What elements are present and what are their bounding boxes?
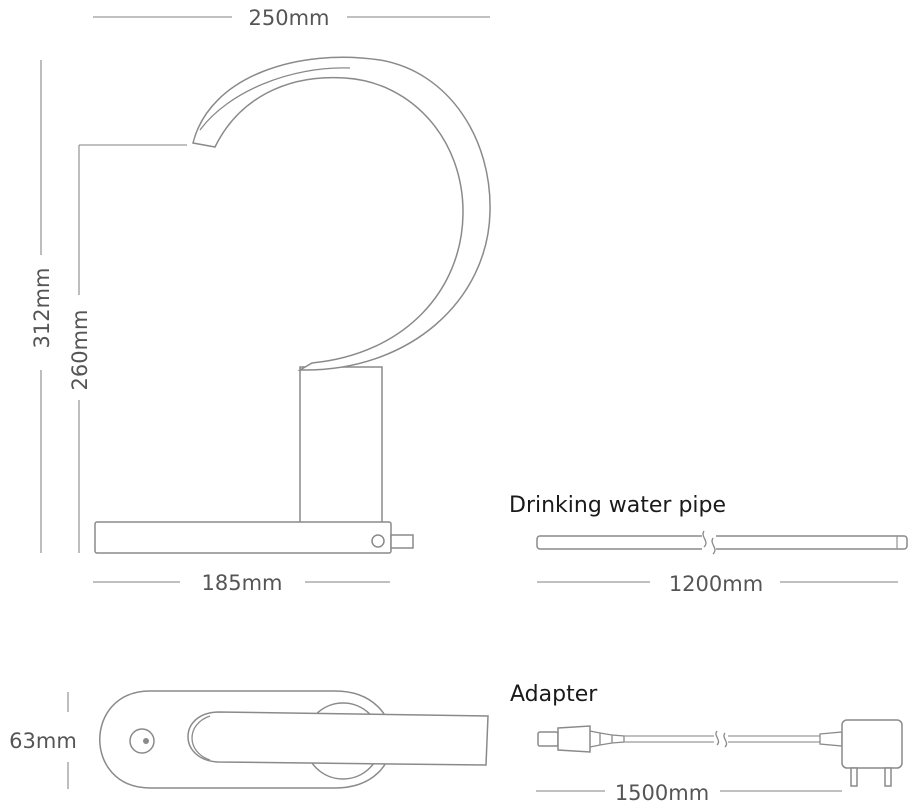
spout-height-dimension: 260mm (68, 144, 187, 553)
adapter-length-label: 1500mm (615, 781, 709, 805)
top-width-label: 250mm (249, 6, 330, 30)
water-pipe-section: Drinking water pipe 1200mm (509, 493, 908, 596)
top-view-port-ring (129, 728, 155, 754)
adapter-prong-left (850, 767, 858, 787)
dispenser-arc (192, 56, 491, 371)
cable-break-icon (715, 730, 728, 748)
top-view-arc (187, 711, 489, 766)
dispenser-base (94, 521, 392, 554)
total-height-label: 312mm (30, 268, 54, 349)
adapter-dc-tip (537, 731, 559, 747)
adapter-section: Adapter 1500mm (510, 682, 903, 805)
dispenser-top-view: 63mm (9, 690, 489, 789)
power-port-icon (371, 534, 385, 548)
pipe-connector (390, 534, 414, 549)
water-pipe (536, 535, 908, 550)
base-length-dimension: 185mm (93, 571, 390, 595)
total-height-dimension: 312mm (30, 60, 54, 553)
adapter-prong-right (884, 767, 892, 787)
adapter-body (841, 719, 903, 769)
base-depth-label: 63mm (9, 729, 77, 753)
spout-height-label: 260mm (68, 310, 92, 391)
adapter-dc-plug (557, 725, 591, 753)
dispenser-side-view (94, 56, 491, 554)
top-width-dimension: 250mm (93, 6, 490, 30)
top-view-port-dot (143, 738, 149, 744)
adapter-title: Adapter (510, 682, 598, 707)
water-pipe-title: Drinking water pipe (509, 493, 726, 518)
dispenser-column (299, 366, 383, 526)
pipe-length-label: 1200mm (669, 572, 763, 596)
pipe-break-icon (702, 530, 716, 555)
base-length-label: 185mm (202, 571, 283, 595)
